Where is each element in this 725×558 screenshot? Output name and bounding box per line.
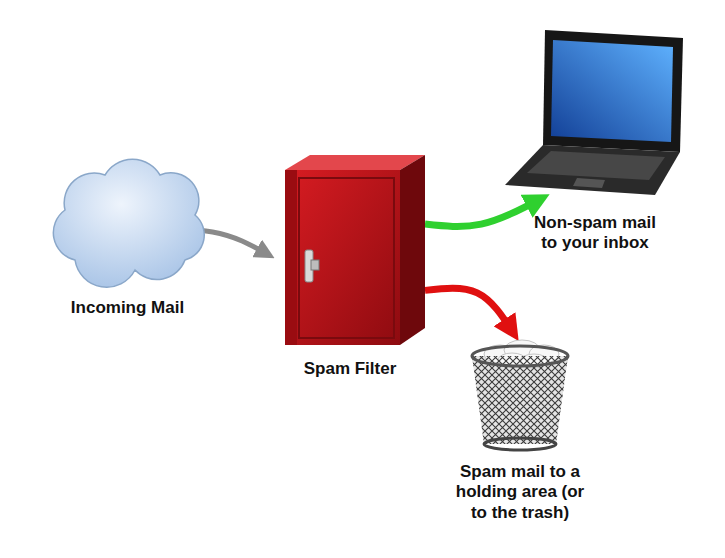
flow-arrow [425,199,540,226]
trash-bin-icon [450,340,590,452]
trash-bottom [484,438,556,450]
mail-cloud-icon [40,145,215,290]
laptop-screen [551,40,673,142]
node-label: Spam mail to a holding area (or to the t… [450,462,590,523]
locker-handle [311,260,319,270]
label-text: Incoming Mail [45,298,210,318]
locker-door [299,178,394,338]
label-text: Non-spam mail to your inbox [528,213,663,254]
locker-side [400,155,425,345]
label-text: Spam mail to a holding area (or to the t… [450,462,590,523]
mail-cloud: Incoming Mail [40,145,215,318]
trash-mesh [472,356,568,444]
node-label: Spam Filter [275,359,425,379]
cloud-outline [53,159,204,287]
trash-body [472,356,568,444]
trash-rim [472,346,568,366]
laptop-base [505,145,680,195]
laptop-inbox-icon [505,30,685,195]
node-label: Non-spam mail to your inbox [528,213,663,254]
trash-bin: Spam mail to a holding area (or to the t… [450,340,590,523]
filter-locker-icon [275,150,425,345]
laptop-touchpad [573,178,605,188]
laptop-inbox: Non-spam mail to your inbox [505,30,685,254]
laptop-keyboard [527,151,665,180]
node-label: Incoming Mail [45,298,210,318]
laptop-lid [543,30,683,152]
flow-arrow [425,288,513,332]
filter-locker: Spam Filter [275,150,425,379]
locker-hinge [285,170,297,345]
label-text: Spam Filter [275,359,425,379]
locker-front [285,170,400,345]
